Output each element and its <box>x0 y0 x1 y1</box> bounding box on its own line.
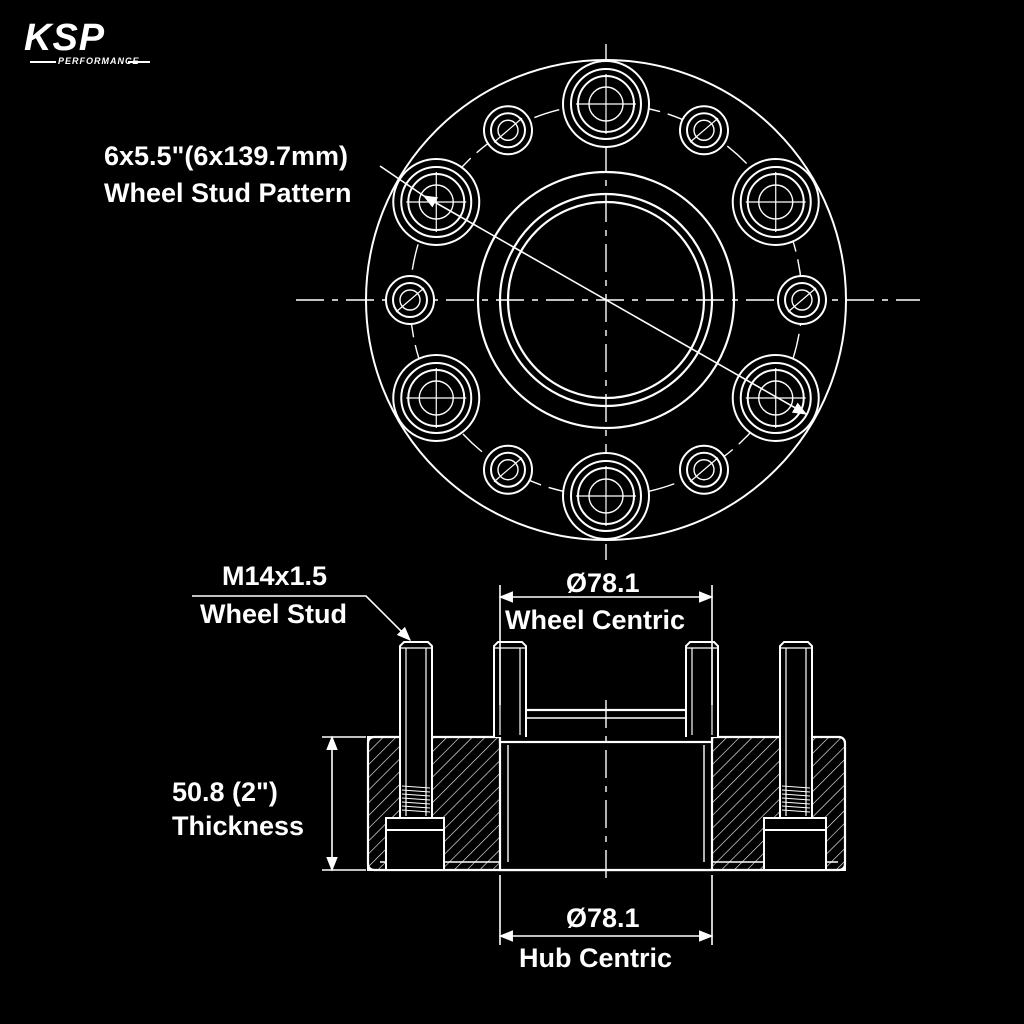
ksp-logo: KSP PERFORMANCE <box>24 18 154 68</box>
nut-hole <box>679 105 729 156</box>
nut-hole <box>483 105 533 156</box>
nut-hole <box>679 444 729 495</box>
logo-underline-right <box>128 61 150 63</box>
section-view <box>366 641 847 880</box>
bolt-pattern-label: Wheel Stud Pattern <box>104 178 352 208</box>
wheel-studs <box>399 641 813 818</box>
bolt-pattern-leader <box>379 165 425 197</box>
bolt-pattern-value: 6x5.5"(6x139.7mm) <box>104 141 348 171</box>
front-view <box>296 44 920 560</box>
side-stud <box>779 641 813 818</box>
stud-hole <box>731 158 820 246</box>
logo-text: KSP <box>24 17 106 59</box>
wheel-centric-value: Ø78.1 <box>566 568 640 598</box>
nut-pocket-right-flange <box>763 817 827 831</box>
stud-hole <box>731 354 820 442</box>
wheel-centric-label: Wheel Centric <box>505 605 686 635</box>
side-stud <box>493 641 527 737</box>
nut-hole <box>483 444 533 495</box>
stud-hole <box>392 354 481 442</box>
hub-centric-value: Ø78.1 <box>566 903 640 933</box>
thread-section <box>781 785 811 813</box>
hub-centric-label: Hub Centric <box>519 943 673 973</box>
logo-subtext: PERFORMANCE <box>58 56 140 66</box>
thickness-value: 50.8 (2") <box>172 777 278 807</box>
stud-size-value: M14x1.5 <box>222 561 328 591</box>
thickness-label: Thickness <box>172 811 305 841</box>
wheel-stud-leader <box>192 595 412 642</box>
dimensions <box>192 585 714 945</box>
stud-hole <box>562 60 650 148</box>
stud-label: Wheel Stud <box>200 599 347 629</box>
nut-hole <box>385 275 435 325</box>
stud-hole <box>392 158 481 246</box>
nut-holes <box>385 105 827 495</box>
nut-pocket-left-flange <box>385 817 445 831</box>
side-stud <box>399 641 433 818</box>
thread-section <box>401 785 431 813</box>
stud-hole <box>562 452 650 540</box>
stud-threads <box>401 785 811 813</box>
side-stud <box>685 641 719 737</box>
nut-hole <box>777 275 827 325</box>
logo-underline-left <box>30 61 56 63</box>
bolt-pattern-diameter-line <box>422 195 808 415</box>
